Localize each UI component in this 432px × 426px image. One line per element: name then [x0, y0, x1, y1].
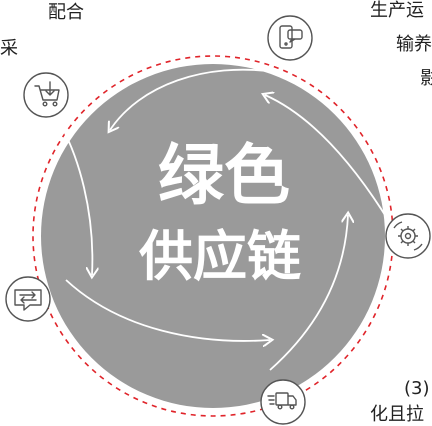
node-top[interactable] [267, 15, 313, 61]
node-left[interactable] [23, 72, 69, 118]
node-bottom-left[interactable] [5, 276, 51, 322]
bottom-right-text-line-2: 化且拉 [370, 404, 424, 425]
node-bottom[interactable] [260, 379, 306, 425]
exchange-chat-icon [14, 289, 42, 311]
phone-chat-icon [279, 25, 303, 49]
cycle-arrow-1 [110, 68, 276, 130]
cart-download-icon [34, 81, 60, 107]
top-left-text-line-1: 配合 [48, 2, 84, 23]
cycle-arrow-5 [265, 95, 386, 216]
center-title-line-2: 供应链 [139, 225, 301, 288]
top-right-text-line-3: 影 [420, 68, 432, 89]
cycle-arrow-4 [269, 215, 348, 371]
delivery-truck-icon [267, 392, 297, 410]
center-disc [41, 64, 385, 408]
top-left-text-line-2: 采 [0, 38, 18, 59]
top-right-text-line-2: 输养 [396, 34, 432, 55]
cycle-arrow-3 [65, 279, 270, 341]
cycle-arrow-2 [54, 114, 92, 275]
gear-refresh-icon [393, 221, 423, 251]
bottom-right-text-line-1: (3) [404, 378, 430, 399]
top-right-text-line-1: 生产运 [370, 0, 424, 21]
center-title-line-1: 绿色 [158, 137, 290, 214]
node-right[interactable] [385, 213, 431, 259]
